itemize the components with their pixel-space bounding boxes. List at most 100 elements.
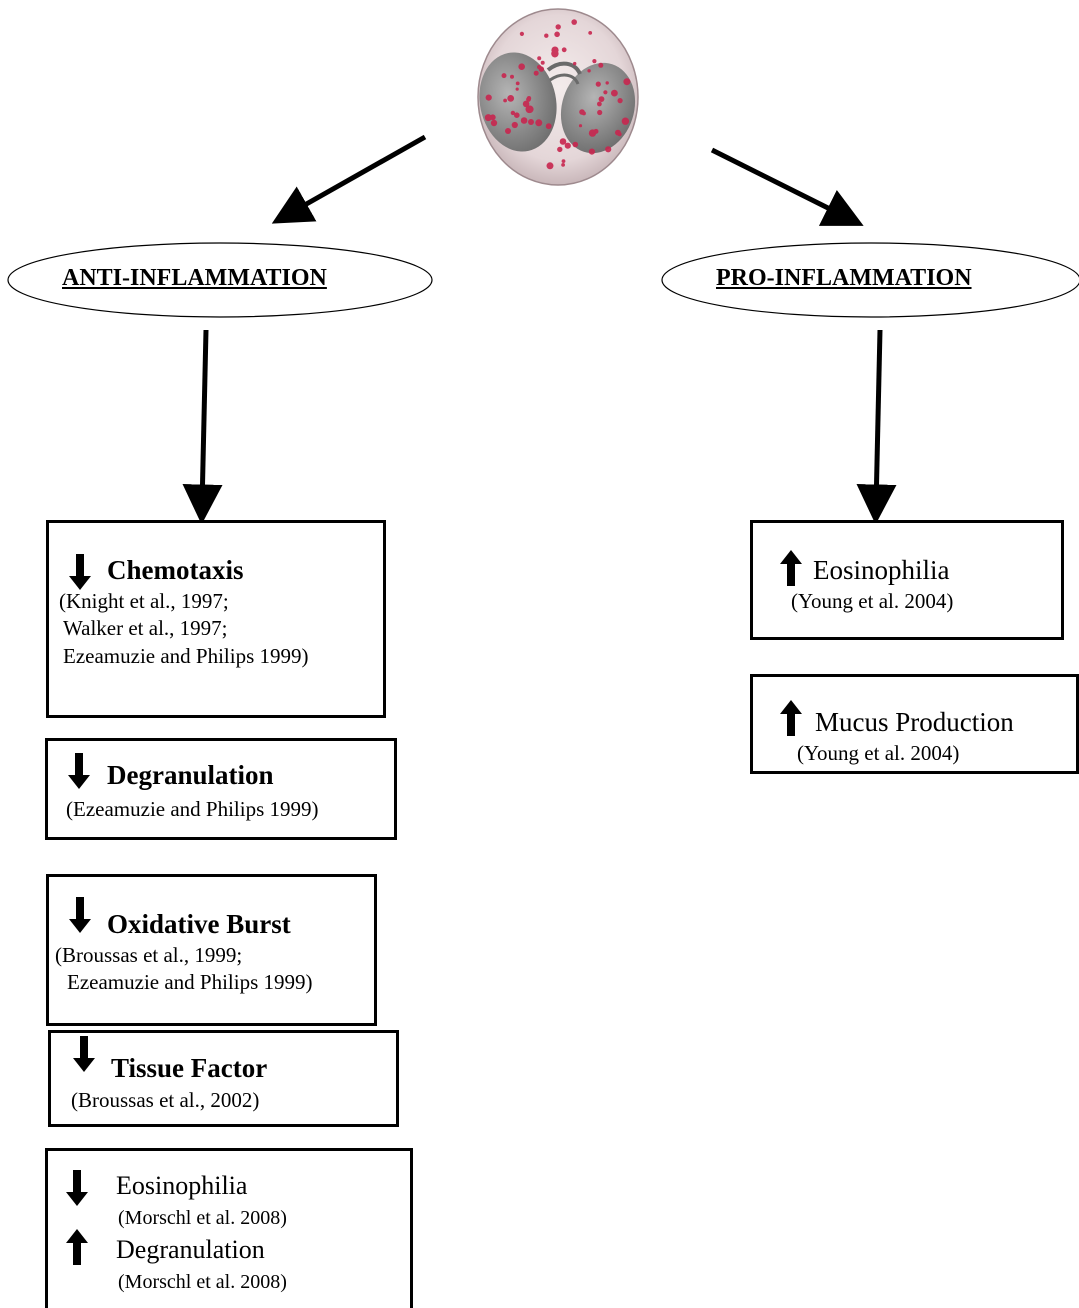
up-arrow-icon bbox=[780, 550, 802, 586]
granule-dot bbox=[581, 111, 586, 116]
morschl-eosinophilia-title: Eosinophilia bbox=[116, 1171, 248, 1200]
morschl-degranulation-title: Degranulation bbox=[116, 1235, 265, 1264]
pro-eosinophilia-ref: (Young et al. 2004) bbox=[791, 589, 954, 613]
granule-dot bbox=[564, 142, 571, 149]
granule-dot bbox=[490, 119, 498, 127]
granule-dot bbox=[595, 81, 601, 87]
granule-dot bbox=[511, 121, 518, 129]
granule-dot bbox=[544, 33, 549, 38]
granule-dot bbox=[528, 119, 534, 125]
anti-inflammation-label: ANTI-INFLAMMATION bbox=[62, 265, 327, 291]
granule-dot bbox=[518, 63, 525, 70]
tissue-factor-box: Tissue Factor (Broussas et al., 2002) bbox=[48, 1030, 399, 1127]
up-arrow-icon bbox=[66, 1229, 88, 1265]
granule-dot bbox=[505, 128, 511, 134]
oxidative-burst-box: Oxidative Burst (Broussas et al., 1999; … bbox=[46, 874, 377, 1026]
granule-dot bbox=[533, 70, 539, 76]
granule-dot bbox=[485, 94, 492, 101]
granule-dot bbox=[559, 138, 567, 145]
granule-dot bbox=[598, 62, 604, 68]
granule-dot bbox=[605, 146, 612, 153]
granule-dot bbox=[546, 162, 554, 170]
mucus-production-box: Mucus Production (Young et al. 2004) bbox=[750, 674, 1079, 774]
granule-dot bbox=[598, 96, 605, 102]
granule-dot bbox=[515, 87, 519, 91]
arrow-anti-down bbox=[182, 329, 223, 525]
granule-dot bbox=[510, 110, 516, 116]
pro-eosinophilia-box: Eosinophilia (Young et al. 2004) bbox=[750, 520, 1064, 640]
down-arrow-icon bbox=[69, 897, 91, 933]
granule-dot bbox=[526, 97, 531, 102]
chemotaxis-ref-3: Ezeamuzie and Philips 1999) bbox=[63, 644, 309, 668]
tissue-factor-title: Tissue Factor bbox=[111, 1053, 268, 1083]
pro-eosinophilia-title: Eosinophilia bbox=[813, 555, 950, 585]
granule-dot bbox=[484, 114, 492, 122]
granule-dot bbox=[561, 163, 565, 167]
arrow-to-anti bbox=[271, 134, 427, 224]
arrow-to-pro bbox=[710, 147, 864, 226]
granule-dot bbox=[514, 112, 520, 118]
down-arrow-icon bbox=[66, 1170, 88, 1206]
pro-inflammation-label: PRO-INFLAMMATION bbox=[716, 265, 972, 291]
granule-dot bbox=[561, 47, 567, 53]
granule-dot bbox=[593, 128, 599, 134]
granule-dot bbox=[592, 59, 597, 64]
granule-dot bbox=[551, 46, 559, 54]
down-arrow-icon bbox=[69, 554, 91, 590]
granule-dot bbox=[537, 65, 542, 70]
granule-dot bbox=[613, 91, 618, 96]
granule-dot bbox=[526, 105, 534, 113]
chemotaxis-ref-1: (Knight et al., 1997; bbox=[59, 589, 229, 613]
granule-dot bbox=[522, 100, 530, 108]
chemotaxis-title: Chemotaxis bbox=[107, 555, 244, 585]
oxidative-burst-ref-1: (Broussas et al., 1999; bbox=[55, 943, 243, 967]
oxidative-burst-ref-2: Ezeamuzie and Philips 1999) bbox=[67, 970, 313, 994]
granule-dot bbox=[555, 24, 561, 30]
granule-dot bbox=[587, 69, 591, 73]
granule-dot bbox=[617, 132, 622, 137]
down-arrow-icon bbox=[68, 753, 90, 789]
granule-dot bbox=[501, 73, 507, 79]
eosinophil-cell-image bbox=[477, 8, 639, 186]
degranulation-title: Degranulation bbox=[107, 760, 274, 790]
granule-dot bbox=[588, 31, 593, 35]
morschl-eosinophilia-ref: (Morschl et al. 2008) bbox=[118, 1207, 287, 1229]
granule-dot bbox=[597, 109, 603, 116]
granule-dot bbox=[507, 95, 515, 102]
granule-dot bbox=[557, 146, 563, 153]
granule-dot bbox=[605, 81, 609, 85]
granule-dot bbox=[588, 148, 596, 155]
up-arrow-icon bbox=[780, 700, 802, 736]
degranulation-ref: (Ezeamuzie and Philips 1999) bbox=[66, 797, 319, 821]
granule-dot bbox=[520, 117, 528, 124]
granule-dot bbox=[540, 60, 545, 65]
tissue-factor-ref: (Broussas et al., 2002) bbox=[71, 1088, 260, 1112]
granule-dot bbox=[623, 78, 631, 86]
granule-dot bbox=[597, 101, 602, 107]
degranulation-box: Degranulation (Ezeamuzie and Philips 199… bbox=[45, 738, 397, 840]
granule-dot bbox=[535, 119, 543, 127]
granule-dot bbox=[603, 90, 608, 95]
granule-dot bbox=[554, 31, 560, 38]
granule-dot bbox=[578, 124, 583, 128]
chemotaxis-box: Chemotaxis (Knight et al., 1997; Walker … bbox=[46, 520, 386, 718]
granule-dot bbox=[515, 81, 520, 86]
granule-dot bbox=[545, 123, 552, 130]
granule-dot bbox=[561, 159, 566, 164]
oxidative-burst-title: Oxidative Burst bbox=[107, 909, 291, 939]
mucus-production-ref: (Young et al. 2004) bbox=[797, 741, 960, 765]
morschl-degranulation-ref: (Morschl et al. 2008) bbox=[118, 1271, 287, 1293]
granule-dot bbox=[571, 19, 577, 25]
chemotaxis-ref-2: Walker et al., 1997; bbox=[63, 616, 228, 640]
morschl-box: Eosinophilia (Morschl et al. 2008) Degra… bbox=[45, 1148, 413, 1308]
granule-dot bbox=[519, 31, 525, 36]
granule-dot bbox=[573, 61, 577, 66]
arrow-pro-down bbox=[856, 329, 897, 525]
pro-oval bbox=[661, 242, 1079, 318]
granule-dot bbox=[617, 98, 623, 104]
granule-dot bbox=[537, 56, 542, 61]
anti-oval bbox=[7, 242, 433, 318]
down-arrow-icon bbox=[73, 1036, 95, 1072]
